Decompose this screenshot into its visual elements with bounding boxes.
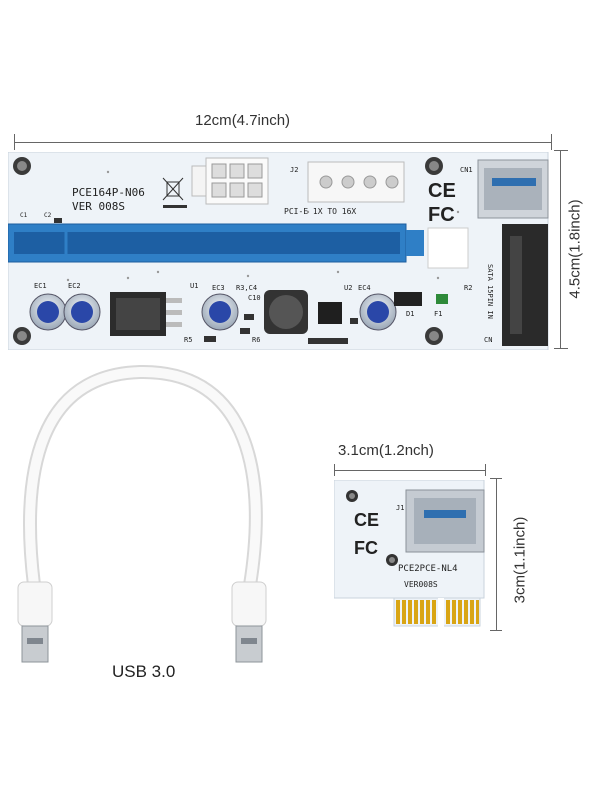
c2-label: C2 [44,212,52,219]
r5-label: R5 [184,336,193,344]
ec2-label: EC2 [68,282,81,290]
usb-cable-label: USB 3.0 [112,662,176,681]
usb-cable [0,350,300,690]
r6-label: R6 [252,336,261,344]
fc-mark: FC [428,204,455,226]
width-dimension-line [14,142,552,143]
cn1-label: CN1 [460,166,473,174]
main-width-label: 12cm(4.7inch) [195,112,290,129]
u1-label: U1 [190,282,199,290]
ec3-label: EC3 [212,284,225,292]
main-width-in: (4.7inch) [231,112,291,129]
adapter-fc-mark: FC [354,538,378,558]
adapter-j1-label: J1 [396,504,405,512]
small-width-cm: 3.1cm [338,442,379,459]
c10-label: C10 [248,294,261,302]
cn-label: CN [484,336,493,344]
small-height-tick-top [490,478,502,479]
height-dimension-line [560,150,561,348]
power-label: PCI-E 1X TO 16X [284,207,357,216]
riser-board-graphic [8,152,549,350]
u2-label: U2 [344,284,353,292]
ec1-label: EC1 [34,282,47,290]
j2-label: J2 [290,166,299,174]
main-board-version: VER 008S [72,200,125,213]
main-board-model: PCE164P-N06 [72,186,145,199]
width-dimension-tick-left [14,134,15,150]
f1-label: F1 [434,310,443,318]
ce-mark: CE [428,180,456,202]
adapter-model: PCE2PCE-NL4 [398,564,458,574]
small-height-label: 3cm(1.1inch) [511,516,529,604]
small-width-tick-left [334,464,335,476]
c1-label: C1 [20,212,28,219]
main-width-cm: 12cm [195,112,232,129]
small-width-label: 3.1cm(1.2nch) [338,442,434,459]
adapter-version: VER008S [404,580,438,589]
adapter-ce-mark: CE [354,510,380,530]
d1-label: D1 [406,310,415,318]
height-dimension-tick-bottom [554,348,568,349]
r2-label: R2 [464,284,473,292]
usb-cable-graphic [17,364,267,663]
adapter-board-graphic [334,480,485,628]
ec4-label: EC4 [358,284,371,292]
sata-label: SATA 15PIN IN [486,264,494,319]
small-width-dimension-line [334,470,486,471]
small-width-tick-right [485,464,486,476]
small-width-in: (1.2nch) [378,442,434,459]
width-dimension-tick-right [551,134,552,150]
small-height-dimension-line [496,478,497,630]
riser-board: PCE164P-N06 VER 008S PCI-E 1X TO 16X J2 … [8,152,553,350]
height-dimension-tick-top [554,150,568,151]
main-height-label: 4.5cm(1.8inch) [566,199,584,299]
small-height-tick-bottom [490,630,502,631]
adapter-board: CE FC J1 PCE2PCE-NL4 VER008S [334,480,486,630]
r3c4-label: R3,C4 [236,284,258,292]
